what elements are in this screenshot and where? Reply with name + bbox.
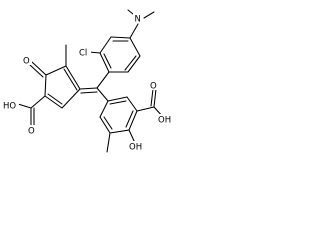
bond-bottom-ring-2 bbox=[126, 96, 138, 112]
bond-left-cooh-oh bbox=[17, 103, 32, 109]
bond-bottom-ring-5 bbox=[99, 116, 111, 134]
bond-ketone-double bbox=[29, 64, 44, 78]
bond-bottom-ring-1 bbox=[107, 96, 128, 102]
bond-top-ring-3 bbox=[129, 37, 141, 57]
bond-top-ring-2b bbox=[124, 55, 137, 71]
bond-bottom-ring-3 bbox=[128, 110, 138, 131]
bond-left-ring-3 bbox=[44, 74, 47, 97]
bond-bottom-ring-1b bbox=[109, 100, 127, 105]
bond-right-cooh-c bbox=[136, 106, 155, 112]
bond-top-ring-6 bbox=[99, 52, 110, 73]
bond-left-ring-4 bbox=[44, 95, 63, 109]
atom-labels: N Cl O HO O O OH OH bbox=[2, 13, 175, 153]
bond-bottom-methyl bbox=[106, 132, 111, 153]
bond-right-cooh-o-double-b bbox=[150, 88, 154, 107]
chlorine-label: Cl bbox=[79, 49, 87, 59]
bond-bottom-ring-5b bbox=[103, 116, 113, 130]
left-carboxyl-hydroxyl-label: HO bbox=[3, 102, 16, 112]
bond-central-to-left-ring-double bbox=[80, 91, 98, 94]
bond-bottom-ring-3b bbox=[125, 110, 134, 128]
bond-top-ring-6b bbox=[103, 53, 112, 69]
bond-left-ring-4b bbox=[47, 93, 63, 105]
right-carboxyl-hydroxyl-label: OH bbox=[158, 116, 171, 126]
bond-central-to-left-ring bbox=[79, 87, 98, 90]
bond-phenol-oh bbox=[128, 129, 136, 144]
bond-bottom-ring-4 bbox=[109, 129, 130, 134]
bond-right-cooh-o-double bbox=[153, 88, 157, 108]
bond-central-to-top-ring bbox=[96, 71, 110, 89]
bond-top-ring-4 bbox=[110, 36, 131, 39]
chemical-structure-diagram: N Cl O HO O O OH OH bbox=[2, 9, 175, 153]
bond-top-ring-5 bbox=[99, 36, 112, 54]
left-carboxyl-oxygen-label: O bbox=[28, 127, 35, 137]
bond-left-ring-5 bbox=[61, 88, 81, 109]
bond-bottom-ring-6 bbox=[99, 100, 109, 118]
bond-left-ring-1 bbox=[65, 65, 81, 90]
phenol-hydroxyl-label: OH bbox=[129, 143, 142, 153]
right-carboxyl-oxygen-label: O bbox=[150, 82, 157, 92]
bond-lines bbox=[17, 9, 164, 153]
ketone-oxygen-label: O bbox=[23, 57, 30, 67]
bond-left-ring-2 bbox=[45, 65, 67, 76]
nitrogen-label: N bbox=[135, 15, 141, 25]
bond-n-to-ring bbox=[129, 23, 139, 39]
bond-top-ring-2 bbox=[127, 55, 141, 73]
bond-left-ring-1b bbox=[63, 68, 78, 91]
bond-left-cooh-c bbox=[30, 95, 46, 109]
bond-central-to-bottom-ring bbox=[96, 87, 109, 102]
bond-n-methyl-1 bbox=[143, 11, 155, 19]
bond-ketone bbox=[31, 61, 47, 76]
